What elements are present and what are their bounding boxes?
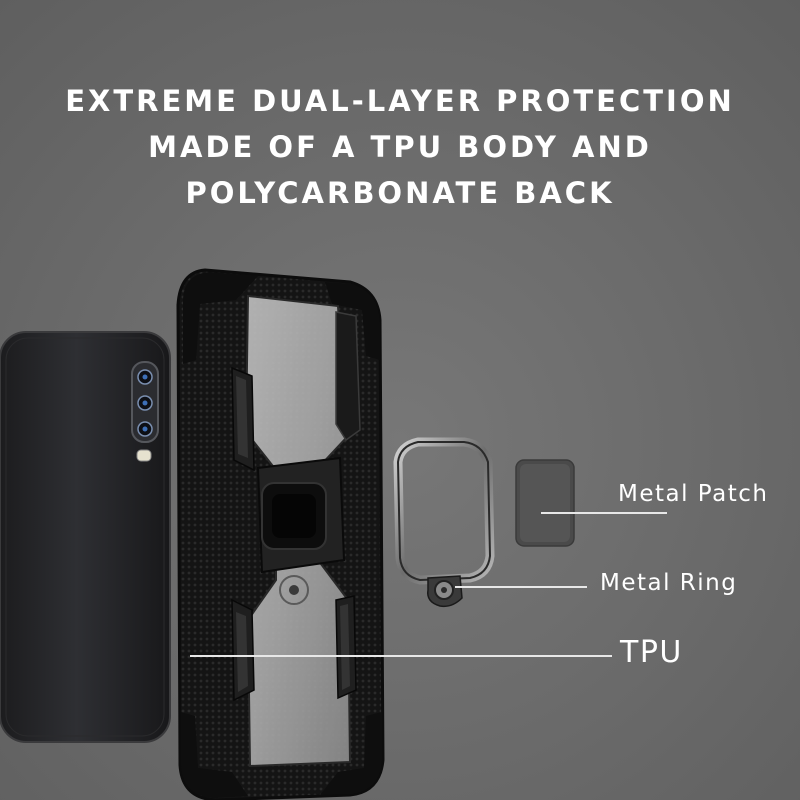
tpu-leader-line bbox=[190, 655, 612, 657]
flash-icon bbox=[136, 449, 152, 462]
headline-line-1: EXTREME DUAL-LAYER PROTECTION bbox=[65, 84, 735, 118]
metal-ring bbox=[393, 437, 495, 608]
phone-back bbox=[0, 331, 171, 743]
headline-line-2: MADE OF A TPU BODY AND bbox=[148, 130, 652, 164]
headline-line-3: POLYCARBONATE BACK bbox=[185, 176, 615, 210]
tpu-label: TPU bbox=[620, 635, 683, 670]
headline: EXTREME DUAL-LAYER PROTECTION MADE OF A … bbox=[0, 78, 800, 216]
metal-patch bbox=[515, 459, 575, 547]
metal-patch-leader-line bbox=[541, 512, 667, 514]
tpu-case bbox=[176, 268, 385, 800]
metal-patch-label: Metal Patch bbox=[618, 481, 769, 507]
metal-ring-leader-line bbox=[455, 586, 587, 588]
metal-ring-label: Metal Ring bbox=[600, 570, 738, 596]
